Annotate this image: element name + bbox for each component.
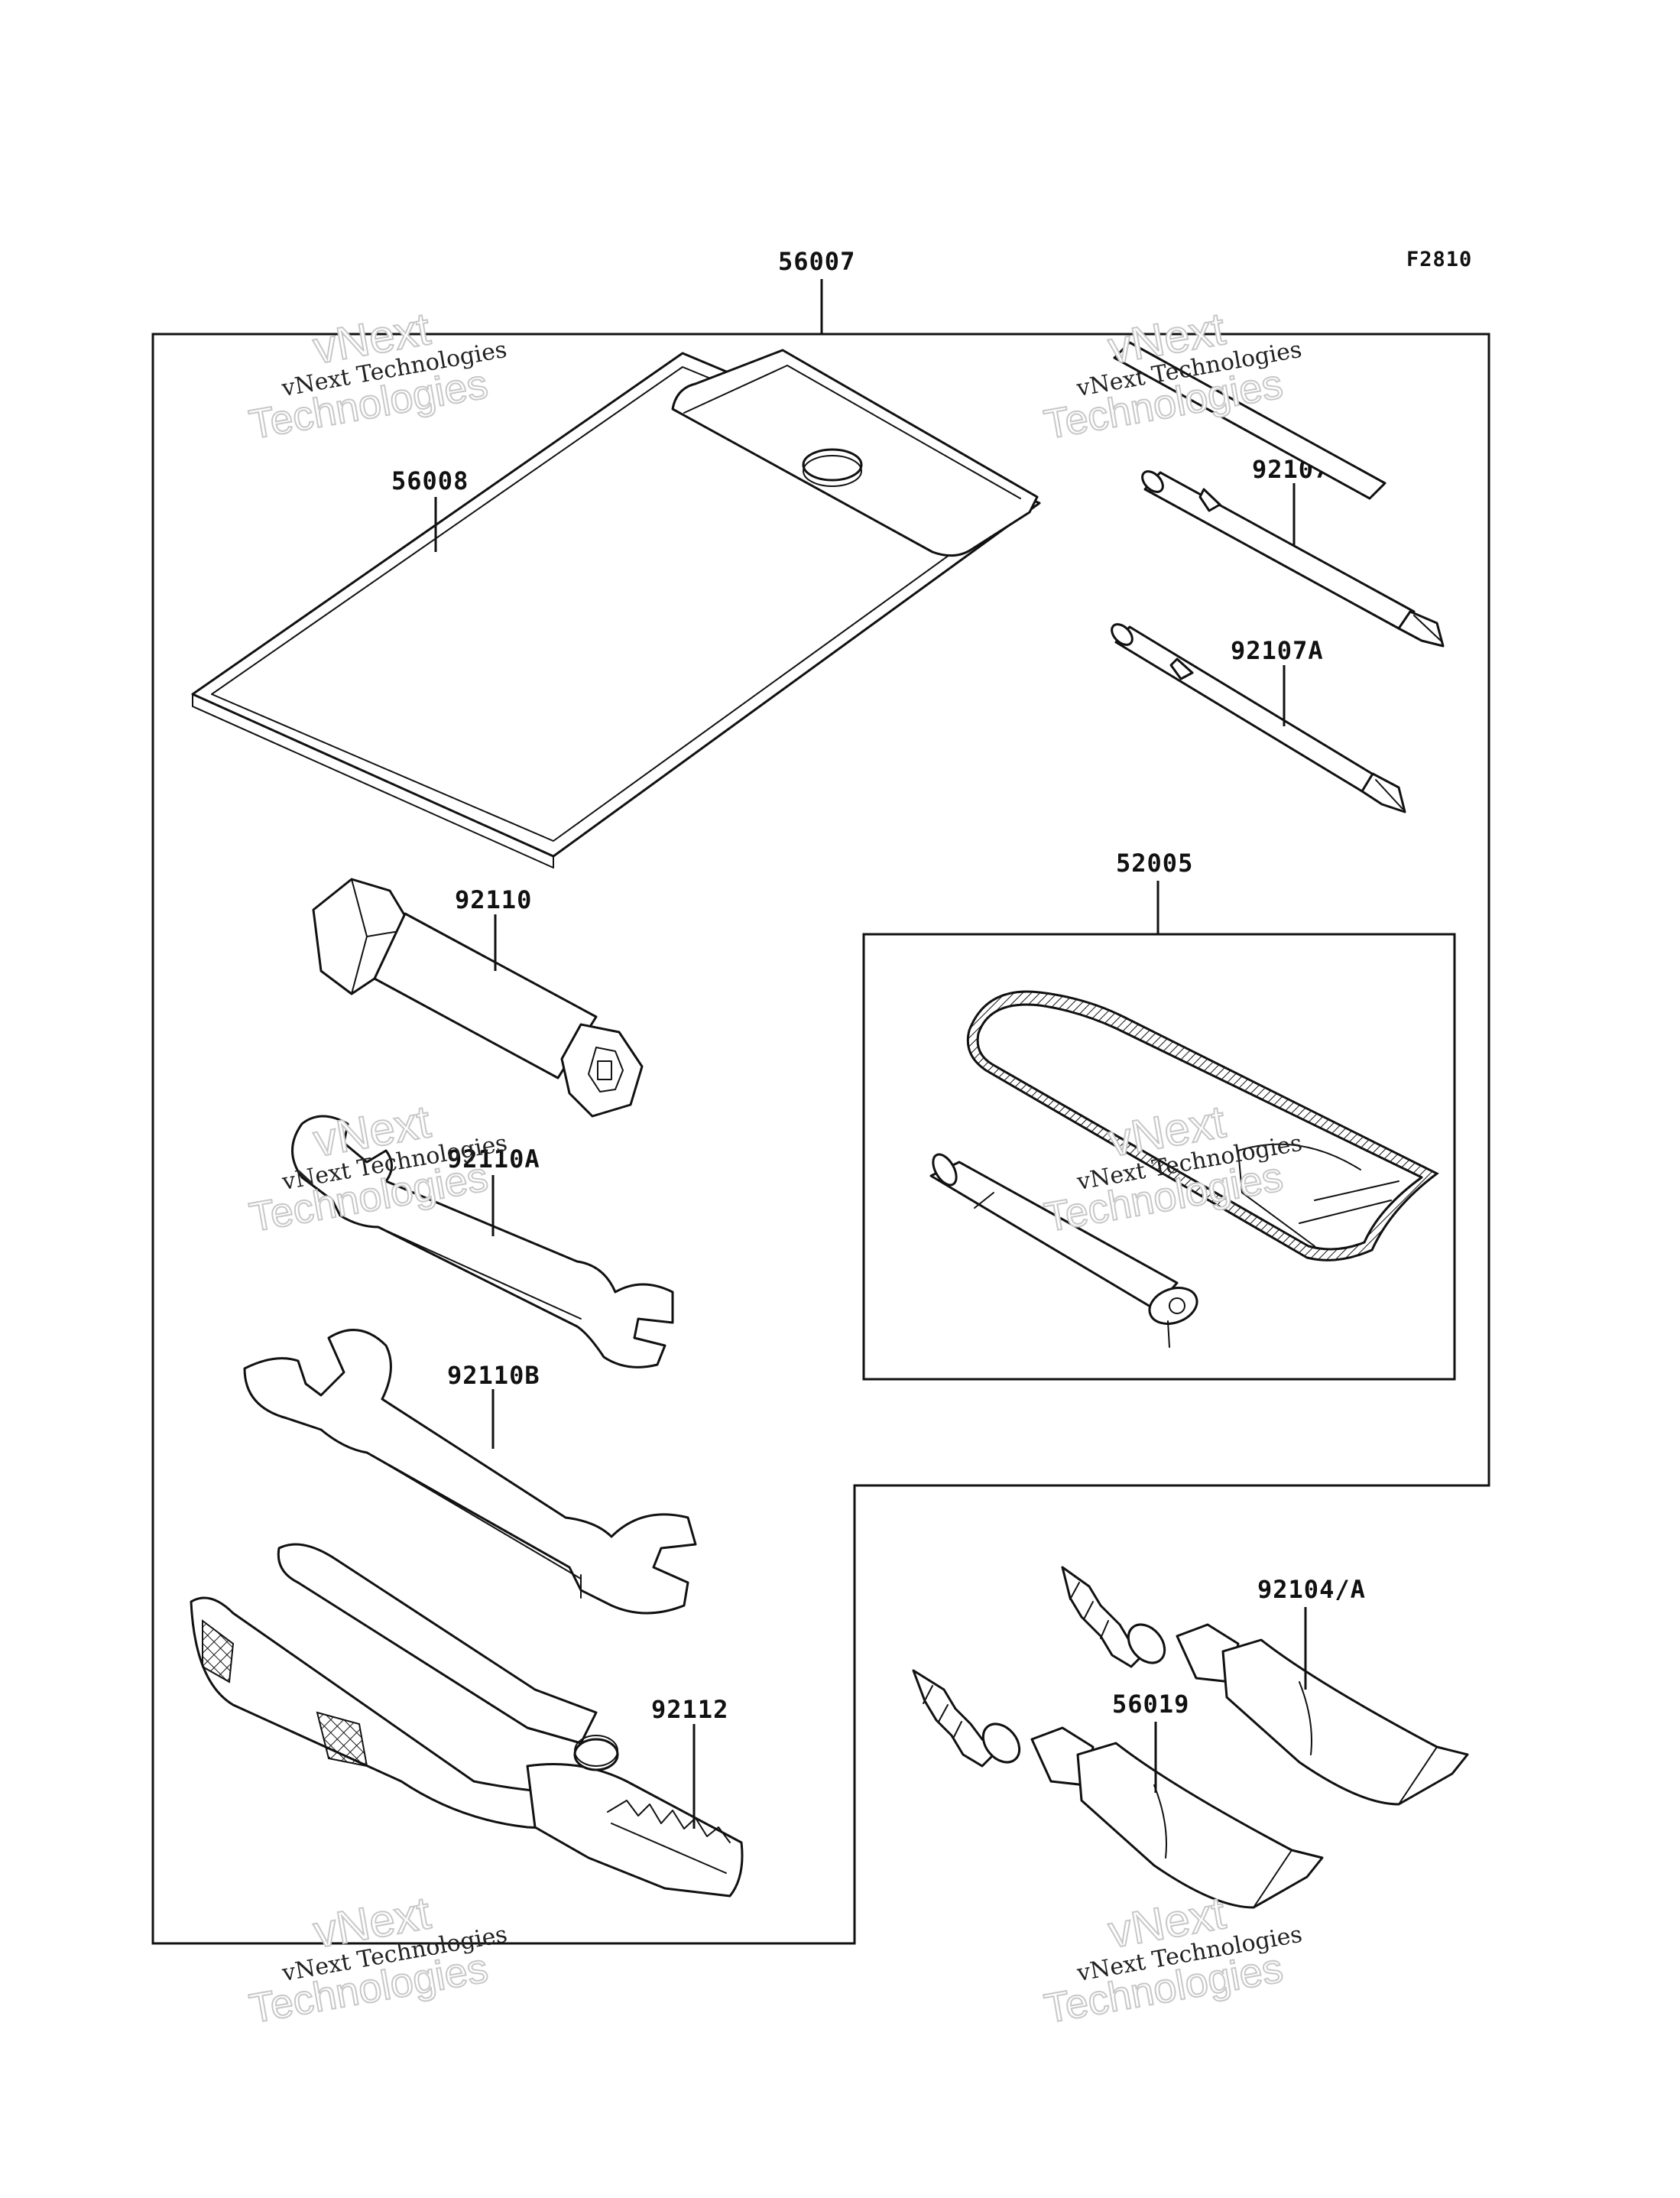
callout-92107A: 92107A [1231,636,1324,665]
open-end-wrench-small [291,1115,674,1368]
screwdriver-bit-a [1111,341,1406,813]
spark-plug-wrench [312,878,644,1118]
pump-pouch [966,990,1439,1261]
watermark-bottom-right: vNext Technologies vNext Technologies [1040,1886,1304,2033]
open-end-wrench-large [243,1329,697,1615]
screwdriver-bit [1141,470,1445,648]
callout-92104A: 92104/A [1257,1575,1366,1604]
callout-92110A: 92110A [447,1144,540,1174]
tire-pump [929,1153,1198,1348]
tool-bag [191,349,1041,868]
callout-92110: 92110 [455,885,532,914]
figure-code: F2810 [1406,248,1472,271]
callout-92110B: 92110B [447,1361,540,1390]
watermark-bottom-left: vNext Technologies vNext Technologies [245,1886,509,2033]
callout-56008: 56008 [391,466,469,495]
kit-frame [151,333,1490,1945]
callout-92112: 92112 [651,1695,728,1724]
callout-56019: 56019 [1112,1690,1189,1719]
watermark-top-left: vNext Technologies vNext Technologies [245,302,509,449]
sealant-tube-b [912,1669,1324,1909]
callout-52005: 52005 [1116,849,1193,878]
slip-joint-pliers [190,1543,744,1898]
callout-56007: 56007 [778,247,855,276]
sealant-tube-a [1061,1566,1469,1806]
